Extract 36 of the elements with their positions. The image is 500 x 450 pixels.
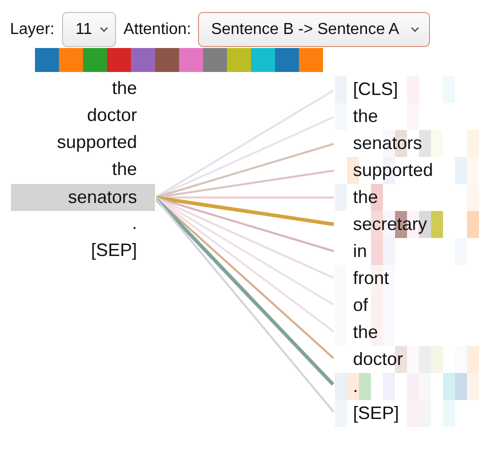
token-label: . <box>353 376 358 397</box>
attention-line <box>156 196 334 226</box>
token-label: doctor <box>353 349 404 370</box>
token-label: [CLS] <box>353 79 398 100</box>
token-label: [SEP] <box>90 237 137 264</box>
attention-heat-row <box>335 373 479 400</box>
attention-line <box>156 196 334 252</box>
attention-line <box>156 116 334 198</box>
control-label: Layer: <box>10 20 54 39</box>
dropdown-select: Sentence B -> Sentence A <box>198 12 430 47</box>
token-label: the <box>353 322 378 343</box>
token-label: [SEP] <box>353 403 400 424</box>
token-label: senators <box>353 133 422 154</box>
attention-line <box>156 142 334 198</box>
attention-line <box>156 196 334 198</box>
attention-line <box>156 197 334 306</box>
token-label: the <box>112 156 137 183</box>
token-label: the <box>353 187 378 208</box>
selected-token-highlight <box>11 184 155 211</box>
attention-line <box>156 89 334 198</box>
control-label: Attention: <box>123 20 192 39</box>
token-label: doctor <box>86 102 137 129</box>
token-label: in <box>353 241 368 262</box>
token-label: the <box>112 75 137 102</box>
token-label: secretary <box>353 214 428 235</box>
token-label: the <box>353 106 378 127</box>
token-label: supported <box>56 129 137 156</box>
token-label: front <box>353 268 390 289</box>
token-label: of <box>353 295 368 316</box>
token-label: supported <box>353 160 434 181</box>
attention-line <box>156 197 334 279</box>
token-label: . <box>132 210 137 237</box>
attention-heat-row <box>335 184 479 211</box>
attention-line <box>156 170 334 198</box>
token-label: senators <box>68 187 137 208</box>
dropdown-select: 11 <box>62 12 116 47</box>
